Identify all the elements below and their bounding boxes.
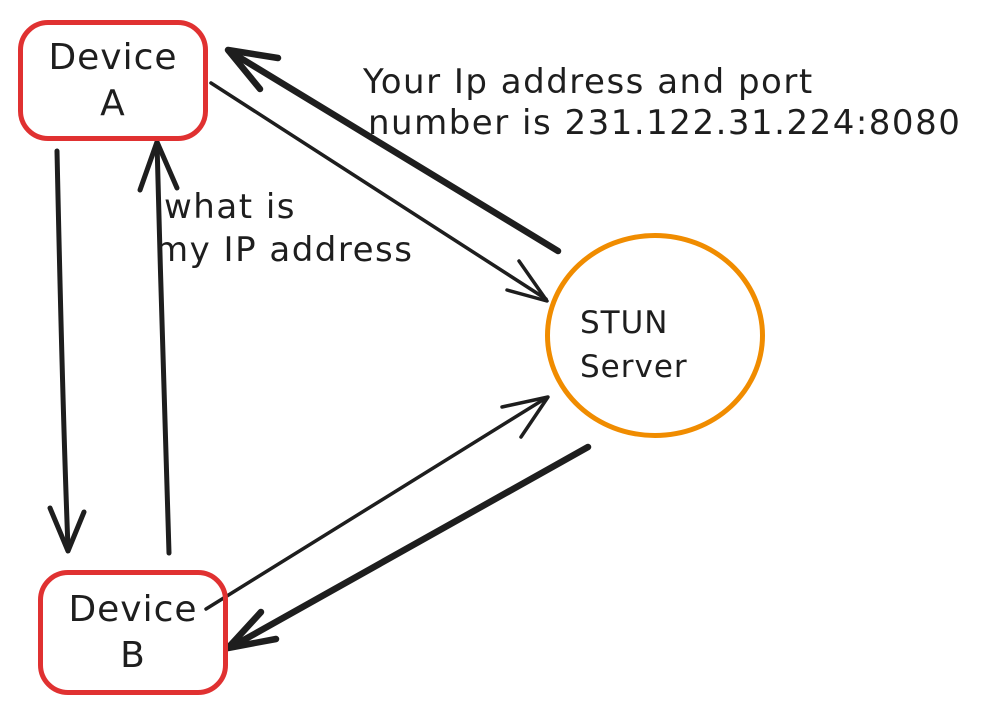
node-device-a-label-line1: Device — [48, 36, 178, 78]
arrow-shaft — [204, 396, 548, 611]
arrow-device-b-to-stun — [204, 395, 550, 611]
node-device-b-label-line2: B — [120, 634, 146, 676]
stun-request-annotation-line1: what is — [164, 187, 296, 227]
arrowhead-icon — [137, 139, 180, 193]
arrow-shaft — [54, 148, 71, 551]
stun-response-annotation-line2: number is 231.122.31.224:8080 — [368, 103, 962, 143]
arrow-device-a-to-device-b — [47, 148, 87, 554]
node-device-a: Device A — [18, 20, 208, 141]
node-stun-server-label-line2: Server — [580, 348, 688, 385]
arrowhead-icon — [224, 46, 282, 93]
node-device-b: Device B — [38, 570, 228, 695]
arrowhead-icon — [224, 608, 280, 652]
node-stun-server-label-line1: STUN — [580, 304, 669, 341]
stun-request-annotation-line2: my IP address — [155, 230, 414, 270]
node-stun-server: STUN Server — [545, 233, 765, 438]
stun-response-annotation-line1: Your Ip address and port — [363, 62, 814, 102]
node-device-b-label-line1: Device — [68, 588, 198, 630]
arrowhead-icon — [47, 505, 87, 554]
arrow-stun-to-device-b — [224, 443, 592, 652]
node-device-a-label-line2: A — [100, 82, 126, 124]
arrow-shaft — [229, 443, 592, 650]
arrowhead-icon — [500, 395, 550, 439]
arrowhead-icon — [505, 259, 549, 303]
